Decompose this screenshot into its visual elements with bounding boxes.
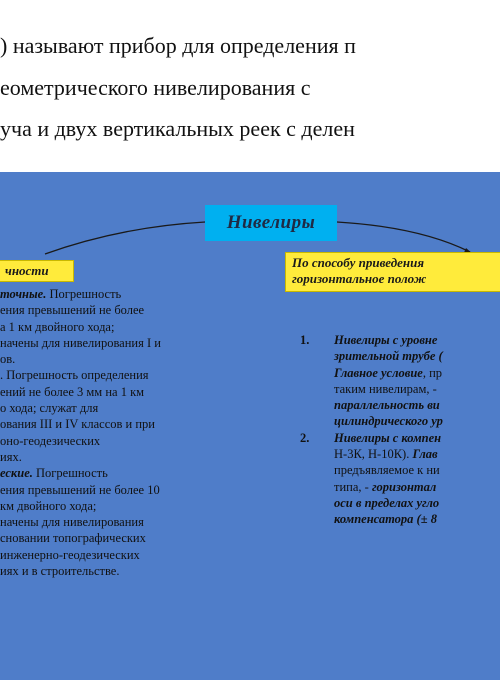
left-text-line: начены для нивелирования: [0, 514, 262, 530]
left-text: ов.: [0, 352, 16, 367]
list-number: 2.: [300, 430, 310, 445]
right-text-emphasis: параллельность ви: [334, 398, 440, 413]
left-text: ения превышений не более: [0, 303, 145, 318]
right-text-line: 2. Нивелиры с компен: [300, 430, 500, 446]
intro-line-1: ) называют прибор для определения п: [0, 33, 356, 58]
left-text: ования III и IV классов и при: [0, 417, 155, 432]
list-number: [300, 511, 334, 527]
slide: Нивелиры чности По способу приведения го…: [0, 172, 500, 700]
left-text-line: ования III и IV классов и при: [0, 416, 262, 432]
right-text-line: предъявляемое к ни: [300, 462, 500, 478]
left-text: иях и в строительстве.: [0, 564, 120, 579]
left-text-line: о хода; служат для: [0, 400, 262, 416]
right-text-line: таким нивелирам, -: [300, 381, 500, 397]
left-text: инженерно-геодезических: [0, 547, 140, 562]
right-text: типа, -: [334, 479, 372, 494]
left-text: сновании топографических: [0, 531, 146, 546]
right-text-emphasis: горизонтал: [371, 479, 437, 494]
left-text: о хода; служат для: [0, 401, 99, 416]
left-text-line: ения превышений не более 10: [0, 482, 262, 498]
left-text: начены для нивелирования I и: [0, 335, 161, 350]
left-text: начены для нивелирования: [0, 515, 144, 530]
right-text-emphasis: оси в пределах угло: [334, 495, 440, 510]
left-text-line: сновании топографических: [0, 530, 262, 546]
right-text-line: компенсатора (± 8: [300, 511, 500, 527]
left-text-line: точные. Погрешность: [0, 286, 262, 302]
left-text-line: начены для нивелирования I и: [0, 335, 262, 351]
list-number: [300, 413, 334, 429]
left-text-line: инженерно-геодезических: [0, 547, 262, 563]
right-category-box: По способу приведения горизонтальное пол…: [285, 252, 500, 292]
left-text-emphasis: точные.: [0, 287, 47, 301]
right-text: предъявляемое к ни: [334, 463, 440, 478]
page-bottom-margin: [0, 680, 500, 700]
right-text-line: Главное условие, пр: [300, 365, 500, 381]
left-category-label: чности: [5, 263, 49, 278]
list-number: 1.: [300, 333, 310, 347]
right-category-label-1: По способу приведения: [292, 255, 425, 270]
right-text-line: цилиндрического ур: [300, 413, 500, 429]
left-text-line: оно-геодезических: [0, 433, 262, 449]
left-text-line: . Погрешность определения: [0, 367, 262, 383]
right-text-emphasis: Нивелиры с компен: [334, 430, 442, 445]
list-number: [300, 462, 334, 478]
right-text: Н-3К, Н-10К).: [334, 447, 413, 462]
title-box: Нивелиры: [205, 205, 337, 241]
list-number: [300, 495, 334, 511]
left-text-line: ения превышений не более: [0, 302, 262, 318]
right-text-emphasis: Глав: [412, 447, 438, 462]
left-text-emphasis: еские.: [0, 466, 33, 481]
left-text-line: иях.: [0, 449, 262, 465]
list-number: [300, 397, 334, 413]
left-text: . Погрешность определения: [0, 368, 149, 383]
left-text-line: еские. Погрешность: [0, 465, 262, 481]
right-text-line: параллельность ви: [300, 397, 500, 413]
list-number: [300, 365, 334, 381]
slide-title: Нивелиры: [226, 212, 316, 233]
left-text: оно-геодезических: [0, 433, 101, 448]
list-number: [300, 381, 334, 397]
intro-line-3: уча и двух вертикальных реек с делен: [0, 116, 355, 141]
right-text: таким нивелирам, -: [334, 381, 437, 396]
right-text-line: зрительной трубе (: [300, 348, 500, 364]
left-text-line: ов.: [0, 351, 262, 367]
left-text-line: ений не более 3 мм на 1 км: [0, 384, 262, 400]
list-number: [300, 446, 334, 462]
right-text-line: типа, - горизонтал: [300, 479, 500, 495]
right-text-line: Н-3К, Н-10К). Глав: [300, 446, 500, 462]
left-text-line: км двойного хода;: [0, 498, 262, 514]
right-text-emphasis: Нивелиры с уровне: [334, 333, 438, 347]
left-text: ения превышений не более 10: [0, 482, 160, 497]
right-text-line: оси в пределах угло: [300, 495, 500, 511]
left-text-line: а 1 км двойного хода;: [0, 319, 262, 335]
left-text: км двойного хода;: [0, 498, 97, 513]
left-category-box: чности: [0, 260, 74, 282]
left-text: ений не более 3 мм на 1 км: [0, 384, 145, 399]
right-text-emphasis: зрительной трубе (: [334, 349, 443, 364]
intro-line-2: еометрического нивелирования с: [0, 75, 311, 100]
left-text: а 1 км двойного хода;: [0, 319, 115, 334]
left-text: иях.: [0, 449, 22, 464]
right-text-emphasis: Главное условие: [334, 365, 423, 380]
left-text: Погрешность: [46, 287, 122, 301]
list-number: [300, 479, 334, 495]
left-text-line: иях и в строительстве.: [0, 563, 262, 579]
right-text: , пр: [422, 365, 443, 380]
list-number: [300, 348, 334, 364]
right-category-label-2: горизонтальное полож: [292, 271, 427, 286]
left-text: Погрешность: [32, 466, 108, 481]
right-text-emphasis: компенсатора (± 8: [334, 512, 437, 527]
right-text-emphasis: цилиндрического ур: [334, 414, 443, 429]
right-text-line: 1. Нивелиры с уровне: [300, 332, 500, 348]
